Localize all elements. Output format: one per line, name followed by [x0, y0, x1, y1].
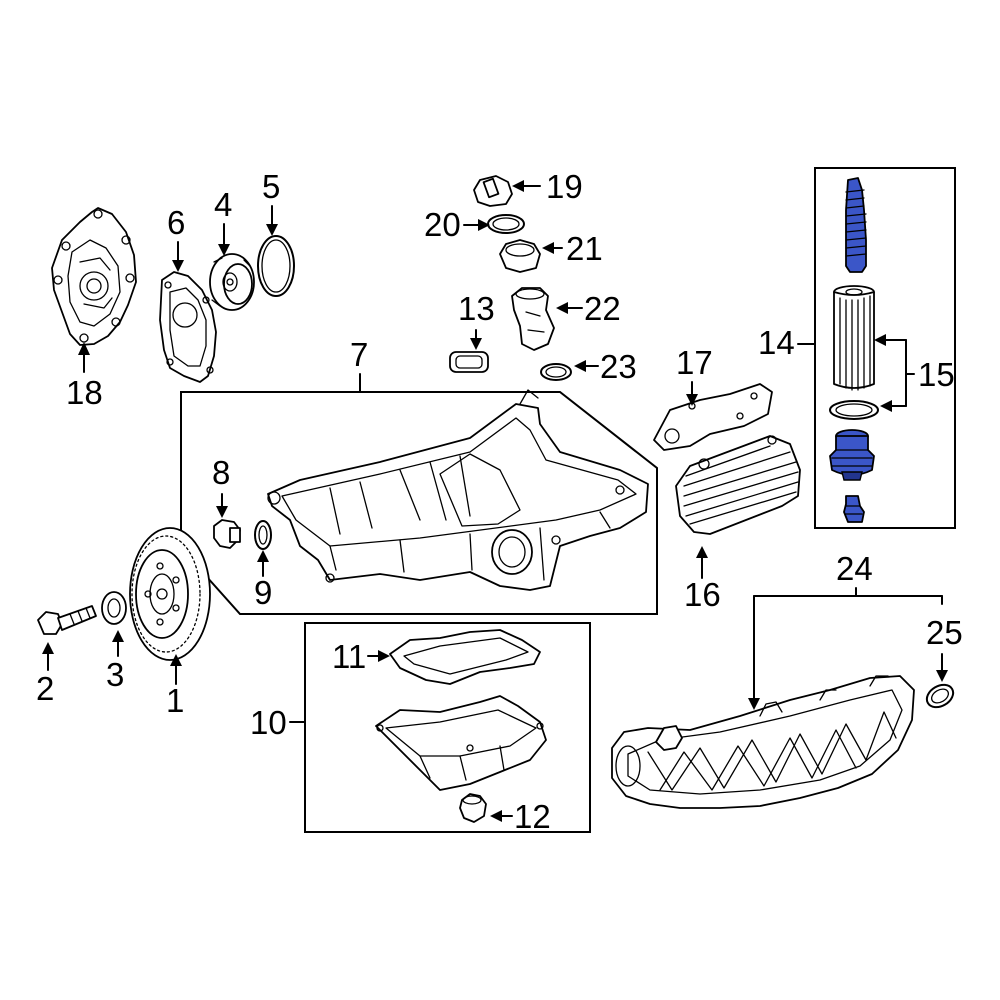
drain-plug-12-part[interactable]	[459, 793, 487, 823]
lower-oil-pan-part[interactable]	[375, 695, 547, 791]
callout-7-label: 7	[350, 336, 368, 373]
seal-25-part[interactable]	[923, 680, 957, 711]
callout-3: 3	[106, 630, 124, 693]
filter-element-part[interactable]	[833, 285, 875, 391]
callout-17: 17	[676, 344, 713, 406]
callout-15-label: 15	[918, 356, 955, 393]
cooler-gasket-17-part[interactable]	[653, 383, 773, 451]
o-ring-23-part[interactable]	[540, 363, 572, 381]
callout-10: 10	[250, 704, 306, 741]
filter-housing-cap-part[interactable]	[829, 429, 875, 481]
callout-21: 21	[542, 230, 603, 267]
o-ring-5-part[interactable]	[257, 235, 295, 297]
callout-12: 12	[490, 798, 551, 835]
callout-6-label: 6	[167, 204, 185, 241]
callout-25: 25	[926, 614, 963, 682]
callout-22: 22	[556, 290, 621, 327]
callout-7: 7	[350, 336, 368, 393]
callout-18: 18	[66, 342, 103, 411]
callout-2-label: 2	[36, 670, 54, 707]
callout-9: 9	[254, 550, 272, 611]
callout-9-label: 9	[254, 574, 272, 611]
callout-11: 11	[332, 638, 390, 675]
callout-16-label: 16	[684, 576, 721, 613]
callout-8: 8	[212, 454, 230, 518]
callout-22-label: 22	[584, 290, 621, 327]
callout-13-label: 13	[458, 290, 495, 327]
callout-21-label: 21	[566, 230, 603, 267]
washer-9-part[interactable]	[254, 520, 272, 550]
gasket-11-part[interactable]	[389, 629, 541, 685]
filter-standpipe-part[interactable]	[845, 177, 867, 273]
callout-23-label: 23	[600, 348, 637, 385]
filter-o-ring-part[interactable]	[829, 400, 879, 420]
callout-15: 15	[874, 334, 955, 412]
callout-25-label: 25	[926, 614, 963, 651]
filler-neck-21-part[interactable]	[499, 239, 541, 273]
intake-manifold-part[interactable]	[611, 675, 915, 809]
callout-4: 4	[214, 186, 232, 256]
callout-23: 23	[574, 348, 637, 385]
seal-20-part[interactable]	[487, 214, 525, 234]
pulley-4-part[interactable]	[209, 253, 255, 311]
callout-10-label: 10	[250, 704, 287, 741]
callout-5: 5	[262, 168, 280, 236]
callout-11-label: 11	[332, 638, 366, 675]
callout-24: 24	[748, 550, 943, 710]
drain-plug-8-part[interactable]	[213, 519, 241, 549]
callout-20-label: 20	[424, 206, 461, 243]
callout-14: 14	[758, 324, 816, 361]
callout-24-label: 24	[836, 550, 873, 587]
gasket-6-part[interactable]	[159, 271, 217, 383]
filter-drain-valve-part[interactable]	[843, 495, 865, 523]
callout-16: 16	[684, 546, 721, 613]
damper-1-part[interactable]	[129, 527, 211, 661]
callout-14-label: 14	[758, 324, 795, 361]
filler-tube-22-part[interactable]	[511, 287, 555, 351]
callout-12-label: 12	[514, 798, 551, 835]
callout-4-label: 4	[214, 186, 232, 223]
oil-filter-group-frame	[814, 167, 956, 529]
callout-13: 13	[458, 290, 495, 350]
callout-18-label: 18	[66, 374, 103, 411]
callout-5-label: 5	[262, 168, 280, 205]
bolt-2-part[interactable]	[37, 605, 97, 635]
callout-19: 19	[512, 168, 583, 205]
oil-cooler-16-part[interactable]	[675, 435, 801, 535]
timing-cover-part[interactable]	[51, 207, 137, 346]
callout-1-label: 1	[166, 682, 184, 719]
washer-3-part[interactable]	[101, 591, 127, 625]
callout-17-label: 17	[676, 344, 713, 381]
callout-20: 20	[424, 206, 490, 243]
lower-oil-pan-group-frame	[304, 622, 591, 833]
plug-13-part[interactable]	[449, 351, 489, 373]
callout-1: 1	[166, 654, 184, 719]
cap-19-part[interactable]	[473, 175, 513, 207]
upper-oil-pan-part[interactable]	[267, 389, 649, 591]
callout-2: 2	[36, 642, 54, 707]
callout-3-label: 3	[106, 656, 124, 693]
callout-8-label: 8	[212, 454, 230, 491]
callout-19-label: 19	[546, 168, 583, 205]
callout-6: 6	[167, 204, 185, 272]
